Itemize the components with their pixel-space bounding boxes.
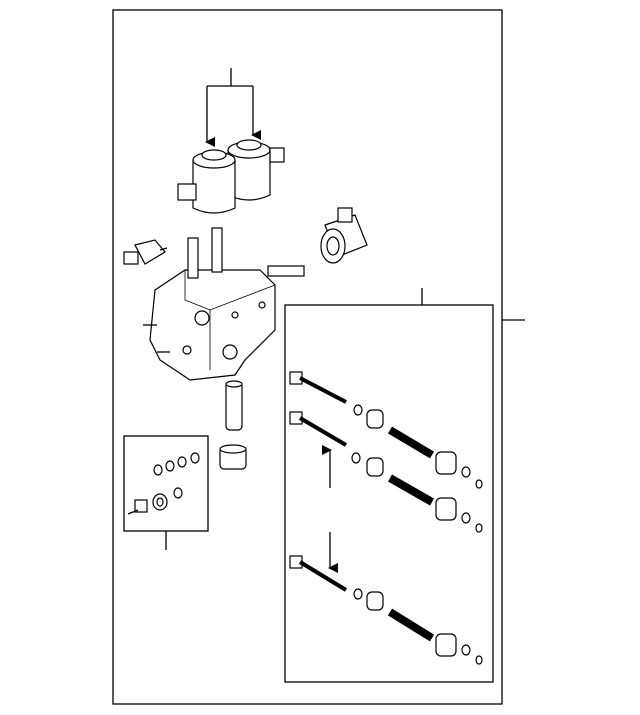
outer-frame	[112, 9, 503, 705]
valve-block	[143, 227, 305, 381]
seal-kit-frame	[123, 435, 209, 532]
seal-kit-parts	[127, 452, 200, 515]
solenoid-coil	[320, 207, 368, 264]
bolt-set-3	[289, 555, 483, 665]
plug-cap	[219, 444, 247, 470]
solenoid-callout	[205, 68, 261, 147]
solenoid-valve-pair	[177, 139, 285, 214]
pressure-sensor	[123, 239, 168, 265]
check-valve	[225, 380, 243, 431]
bolt-kit-frame	[284, 304, 494, 683]
bolt-set-1	[289, 371, 483, 489]
bolt-set-2	[289, 411, 483, 533]
